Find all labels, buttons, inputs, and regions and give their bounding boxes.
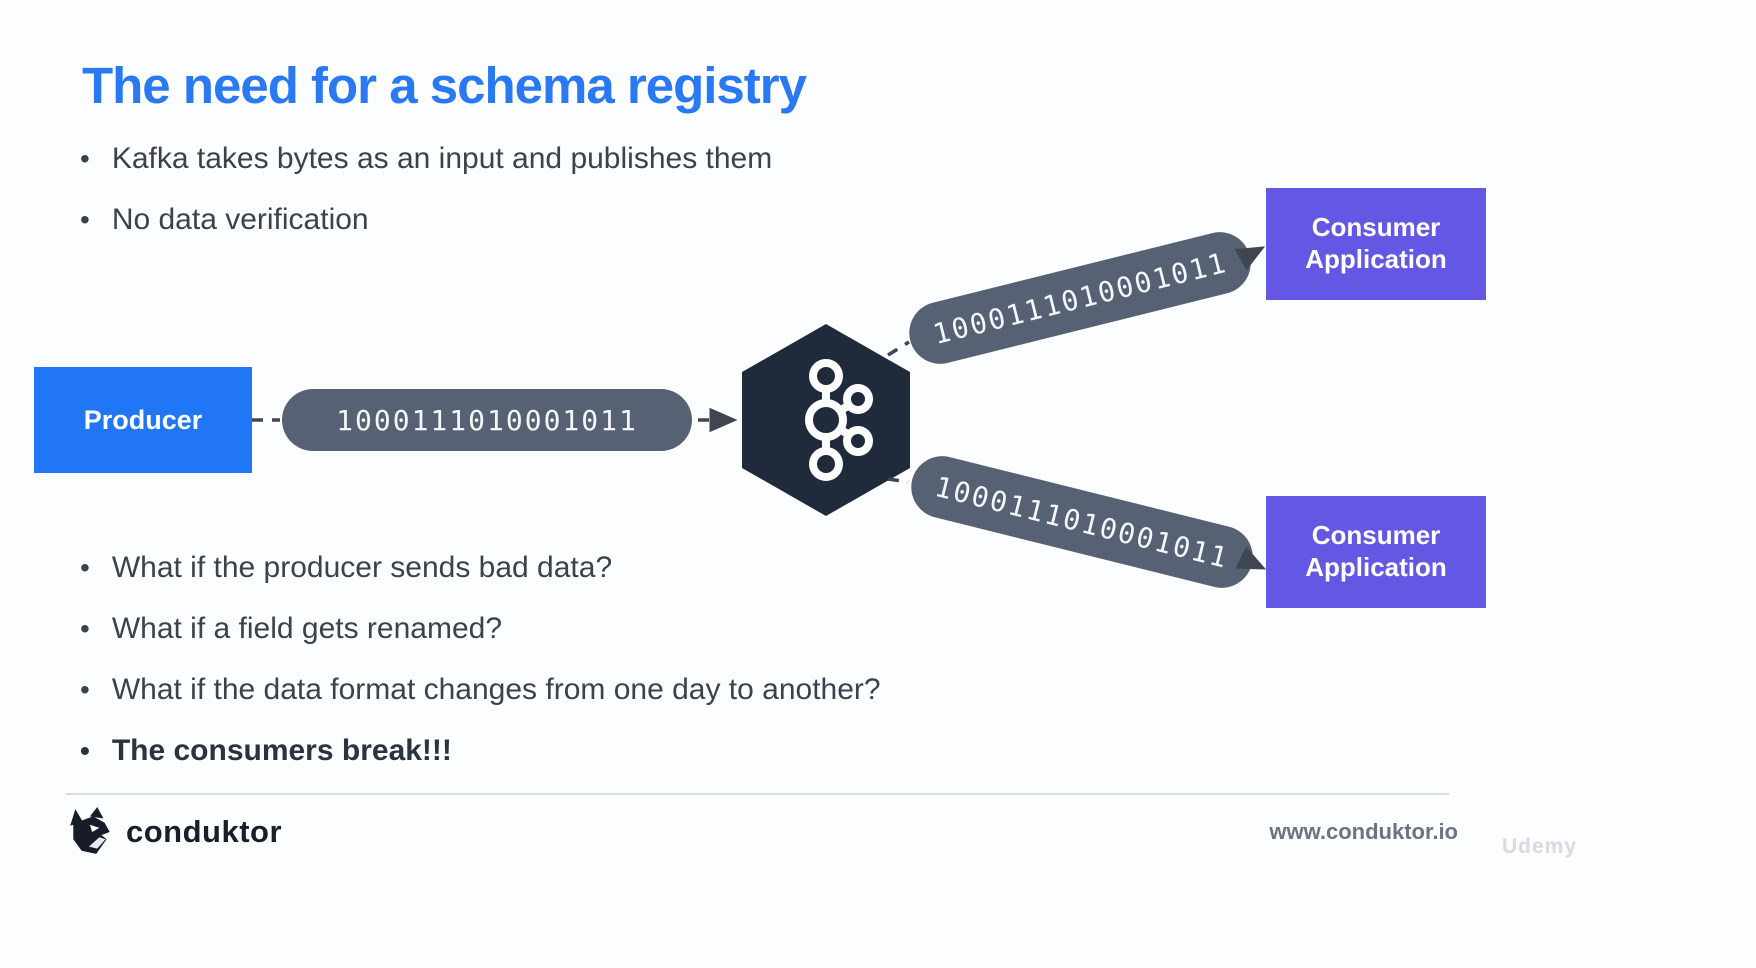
kafka-broker-node [742, 324, 910, 516]
binary-message-text: 1000111010001011 [929, 245, 1231, 351]
hexagon-shape [742, 324, 910, 516]
top-bullet-list: Kafka takes bytes as an input and publis… [80, 142, 772, 237]
consumer-label: Consumer Application [1305, 212, 1447, 274]
binary-message-text: 1000111010001011 [931, 469, 1233, 575]
conduktor-wolf-icon [70, 807, 110, 854]
consumer-label: Consumer Application [1305, 520, 1447, 582]
bullet-item: Kafka takes bytes as an input and publis… [80, 142, 772, 176]
page-title: The need for a schema registry [82, 57, 807, 115]
binary-message-pill: 1000111010001011 [902, 225, 1258, 371]
brand-logo: conduktor [68, 804, 282, 860]
bullet-item: No data verification [80, 203, 772, 237]
bullet-item: What if a field gets renamed? [80, 612, 881, 646]
bullet-item: What if the producer sends bad data? [80, 551, 881, 585]
consumer-node: Consumer Application [1266, 188, 1486, 300]
brand-name: conduktor [126, 814, 283, 849]
consumer-node: Consumer Application [1266, 496, 1486, 608]
bullet-item: The consumers break!!! [80, 734, 881, 768]
producer-node: Producer [34, 367, 252, 473]
binary-message-pill: 1000111010001011 [904, 449, 1260, 595]
udemy-watermark: Udemy [1502, 835, 1578, 858]
kafka-logo-icon [805, 359, 873, 481]
producer-label: Producer [83, 404, 203, 435]
bottom-bullet-list: What if the producer sends bad data? Wha… [80, 551, 881, 768]
bullet-item: What if the data format changes from one… [80, 673, 881, 707]
website-url: www.conduktor.io [1269, 819, 1458, 844]
footer-divider [66, 793, 1449, 795]
binary-message-pill: 1000111010001011 [282, 389, 692, 451]
binary-message-text: 1000111010001011 [336, 403, 638, 437]
